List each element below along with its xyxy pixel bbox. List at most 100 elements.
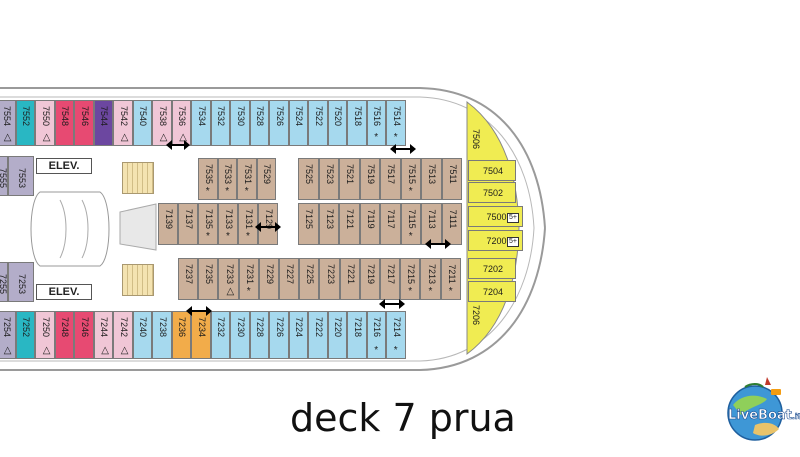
cabin-number: 7253 bbox=[17, 273, 27, 295]
cabin-7211: 7211* bbox=[440, 258, 461, 300]
family-5plus-icon: 5+ bbox=[507, 236, 519, 247]
cabin-number: 7528 bbox=[255, 105, 266, 127]
cabin-7214: 7214 * bbox=[386, 311, 406, 359]
cabin-7125: 7125 bbox=[298, 203, 319, 245]
cabin-number: 7554 bbox=[1, 105, 12, 127]
cabin-number: 7538 bbox=[157, 105, 168, 127]
logo-text: LiveBoat.it bbox=[728, 408, 800, 424]
cabin-number: 7535 bbox=[203, 163, 214, 185]
cabin-7548: 7548 bbox=[54, 100, 74, 146]
hull-bottom-edge bbox=[0, 227, 546, 371]
cabin-number: 7202 bbox=[482, 263, 504, 274]
cabin-number: 7214 bbox=[391, 316, 402, 338]
cabin-7215: 7215* bbox=[400, 258, 421, 300]
cabin-7519: 7519 bbox=[359, 158, 380, 200]
accessible-triangle-icon: △ bbox=[101, 345, 109, 356]
cabin-number: 7550 bbox=[40, 105, 51, 127]
atrium-stair-left bbox=[59, 199, 67, 259]
accessible-triangle-icon: △ bbox=[3, 132, 12, 143]
cabin-7242: 7242△ bbox=[113, 311, 133, 359]
cabin-number: 7552 bbox=[21, 105, 32, 127]
cabin-number: 7230 bbox=[235, 316, 246, 338]
cabin-number: 7219 bbox=[365, 263, 376, 285]
cabin-number: 7117 bbox=[386, 209, 397, 229]
cabin-number: 7504 bbox=[482, 165, 504, 176]
cabin-7250: 7250 △ bbox=[35, 311, 55, 359]
stairs-lower bbox=[122, 264, 154, 296]
cabin-7514: 7514 * bbox=[386, 100, 406, 146]
cabin-7222: 7222 bbox=[308, 311, 328, 359]
cabin-number: 7217 bbox=[386, 263, 397, 285]
cabin-number: 7111 bbox=[447, 209, 458, 229]
cabin-7252: 7252 bbox=[15, 311, 35, 359]
cabin-7534: 7534 bbox=[191, 100, 211, 146]
cabin-7532: 7532 bbox=[210, 100, 230, 146]
accessible-triangle-icon: △ bbox=[42, 345, 51, 356]
cabin-number: 7213 bbox=[426, 263, 437, 285]
cabin-number: 7525 bbox=[304, 163, 315, 185]
cabin-number: 7123 bbox=[324, 208, 335, 230]
cabin-number: 7540 bbox=[138, 105, 149, 127]
cabin-number: 7526 bbox=[274, 105, 285, 127]
accessible-triangle-icon: △ bbox=[42, 132, 51, 143]
cabin-7135: 7135* bbox=[198, 203, 218, 245]
cabin-number: 7532 bbox=[216, 105, 227, 127]
cabin-7229: 7229 bbox=[258, 258, 279, 300]
connecting-asterisk-icon: * bbox=[393, 345, 398, 356]
connecting-asterisk-icon: * bbox=[246, 286, 251, 297]
cabin-7244: 7244△ bbox=[93, 311, 113, 359]
cabin-7513: 7513 bbox=[421, 158, 442, 200]
cabin-number: 7233 bbox=[224, 263, 235, 285]
cabin-7531: 7531* bbox=[237, 158, 257, 200]
passage-arrow bbox=[390, 144, 416, 154]
cabin-number: 7517 bbox=[386, 163, 397, 185]
cabin-7223: 7223 bbox=[319, 258, 340, 300]
cabin-7520: 7520 bbox=[327, 100, 347, 146]
cabin-number: 7227 bbox=[285, 263, 296, 285]
cabin-number: 7240 bbox=[138, 316, 149, 338]
cabin-7546: 7546 bbox=[74, 100, 94, 146]
cabin-7248: 7248 bbox=[54, 311, 74, 359]
cabin-7533: 7533* bbox=[217, 158, 237, 200]
cabin-number: 7231 bbox=[244, 263, 255, 285]
cabin-number: 7514 bbox=[391, 105, 402, 127]
cabin-7544: 7544 bbox=[93, 100, 113, 146]
accessible-triangle-icon: △ bbox=[159, 132, 168, 143]
cabin-7238: 7238 bbox=[152, 311, 172, 359]
cabin-7202: 7202 bbox=[468, 258, 516, 279]
cabin-number: 7236 bbox=[177, 316, 188, 338]
connecting-asterisk-icon: * bbox=[226, 231, 230, 242]
cabin-7235: 7235 bbox=[198, 258, 219, 300]
connecting-asterisk-icon: * bbox=[225, 186, 230, 197]
passage-arrow bbox=[379, 299, 405, 309]
cabin-7528: 7528 bbox=[249, 100, 269, 146]
cabin-number: 7200 bbox=[486, 235, 507, 246]
cabin-number: 7511 bbox=[447, 164, 458, 184]
cabin-7506: 7506 bbox=[471, 128, 481, 150]
cabin-7133: 7133* bbox=[218, 203, 238, 245]
cabin-number: 7255 bbox=[0, 273, 8, 295]
connecting-asterisk-icon: * bbox=[393, 132, 398, 143]
cabin-number: 7234 bbox=[196, 316, 207, 338]
cabin-7233: 7233△ bbox=[218, 258, 239, 300]
cabin-7255: 7255 bbox=[0, 262, 8, 302]
cabin-number: 7254 bbox=[1, 316, 12, 338]
cabin-7111: 7111 bbox=[441, 203, 462, 245]
cabin-number: 7223 bbox=[325, 263, 336, 285]
cabin-number: 7225 bbox=[305, 263, 316, 285]
cabin-7220: 7220 bbox=[327, 311, 347, 359]
cabin-7524: 7524 bbox=[288, 100, 308, 146]
cabin-number: 7137 bbox=[184, 208, 194, 230]
cabin-7554: 7554 △ bbox=[0, 100, 16, 146]
cabin-7521: 7521 bbox=[339, 158, 360, 200]
cabin-number: 7250 bbox=[40, 316, 51, 338]
cabin-7237: 7237 bbox=[178, 258, 199, 300]
connecting-asterisk-icon: * bbox=[428, 286, 433, 297]
cabin-7224: 7224 bbox=[288, 311, 308, 359]
cabin-number: 7237 bbox=[184, 263, 195, 285]
stairs-upper bbox=[122, 162, 154, 194]
accessible-triangle-icon: △ bbox=[120, 345, 129, 356]
connecting-asterisk-icon: * bbox=[244, 186, 249, 197]
cabin-7523: 7523 bbox=[318, 158, 339, 200]
